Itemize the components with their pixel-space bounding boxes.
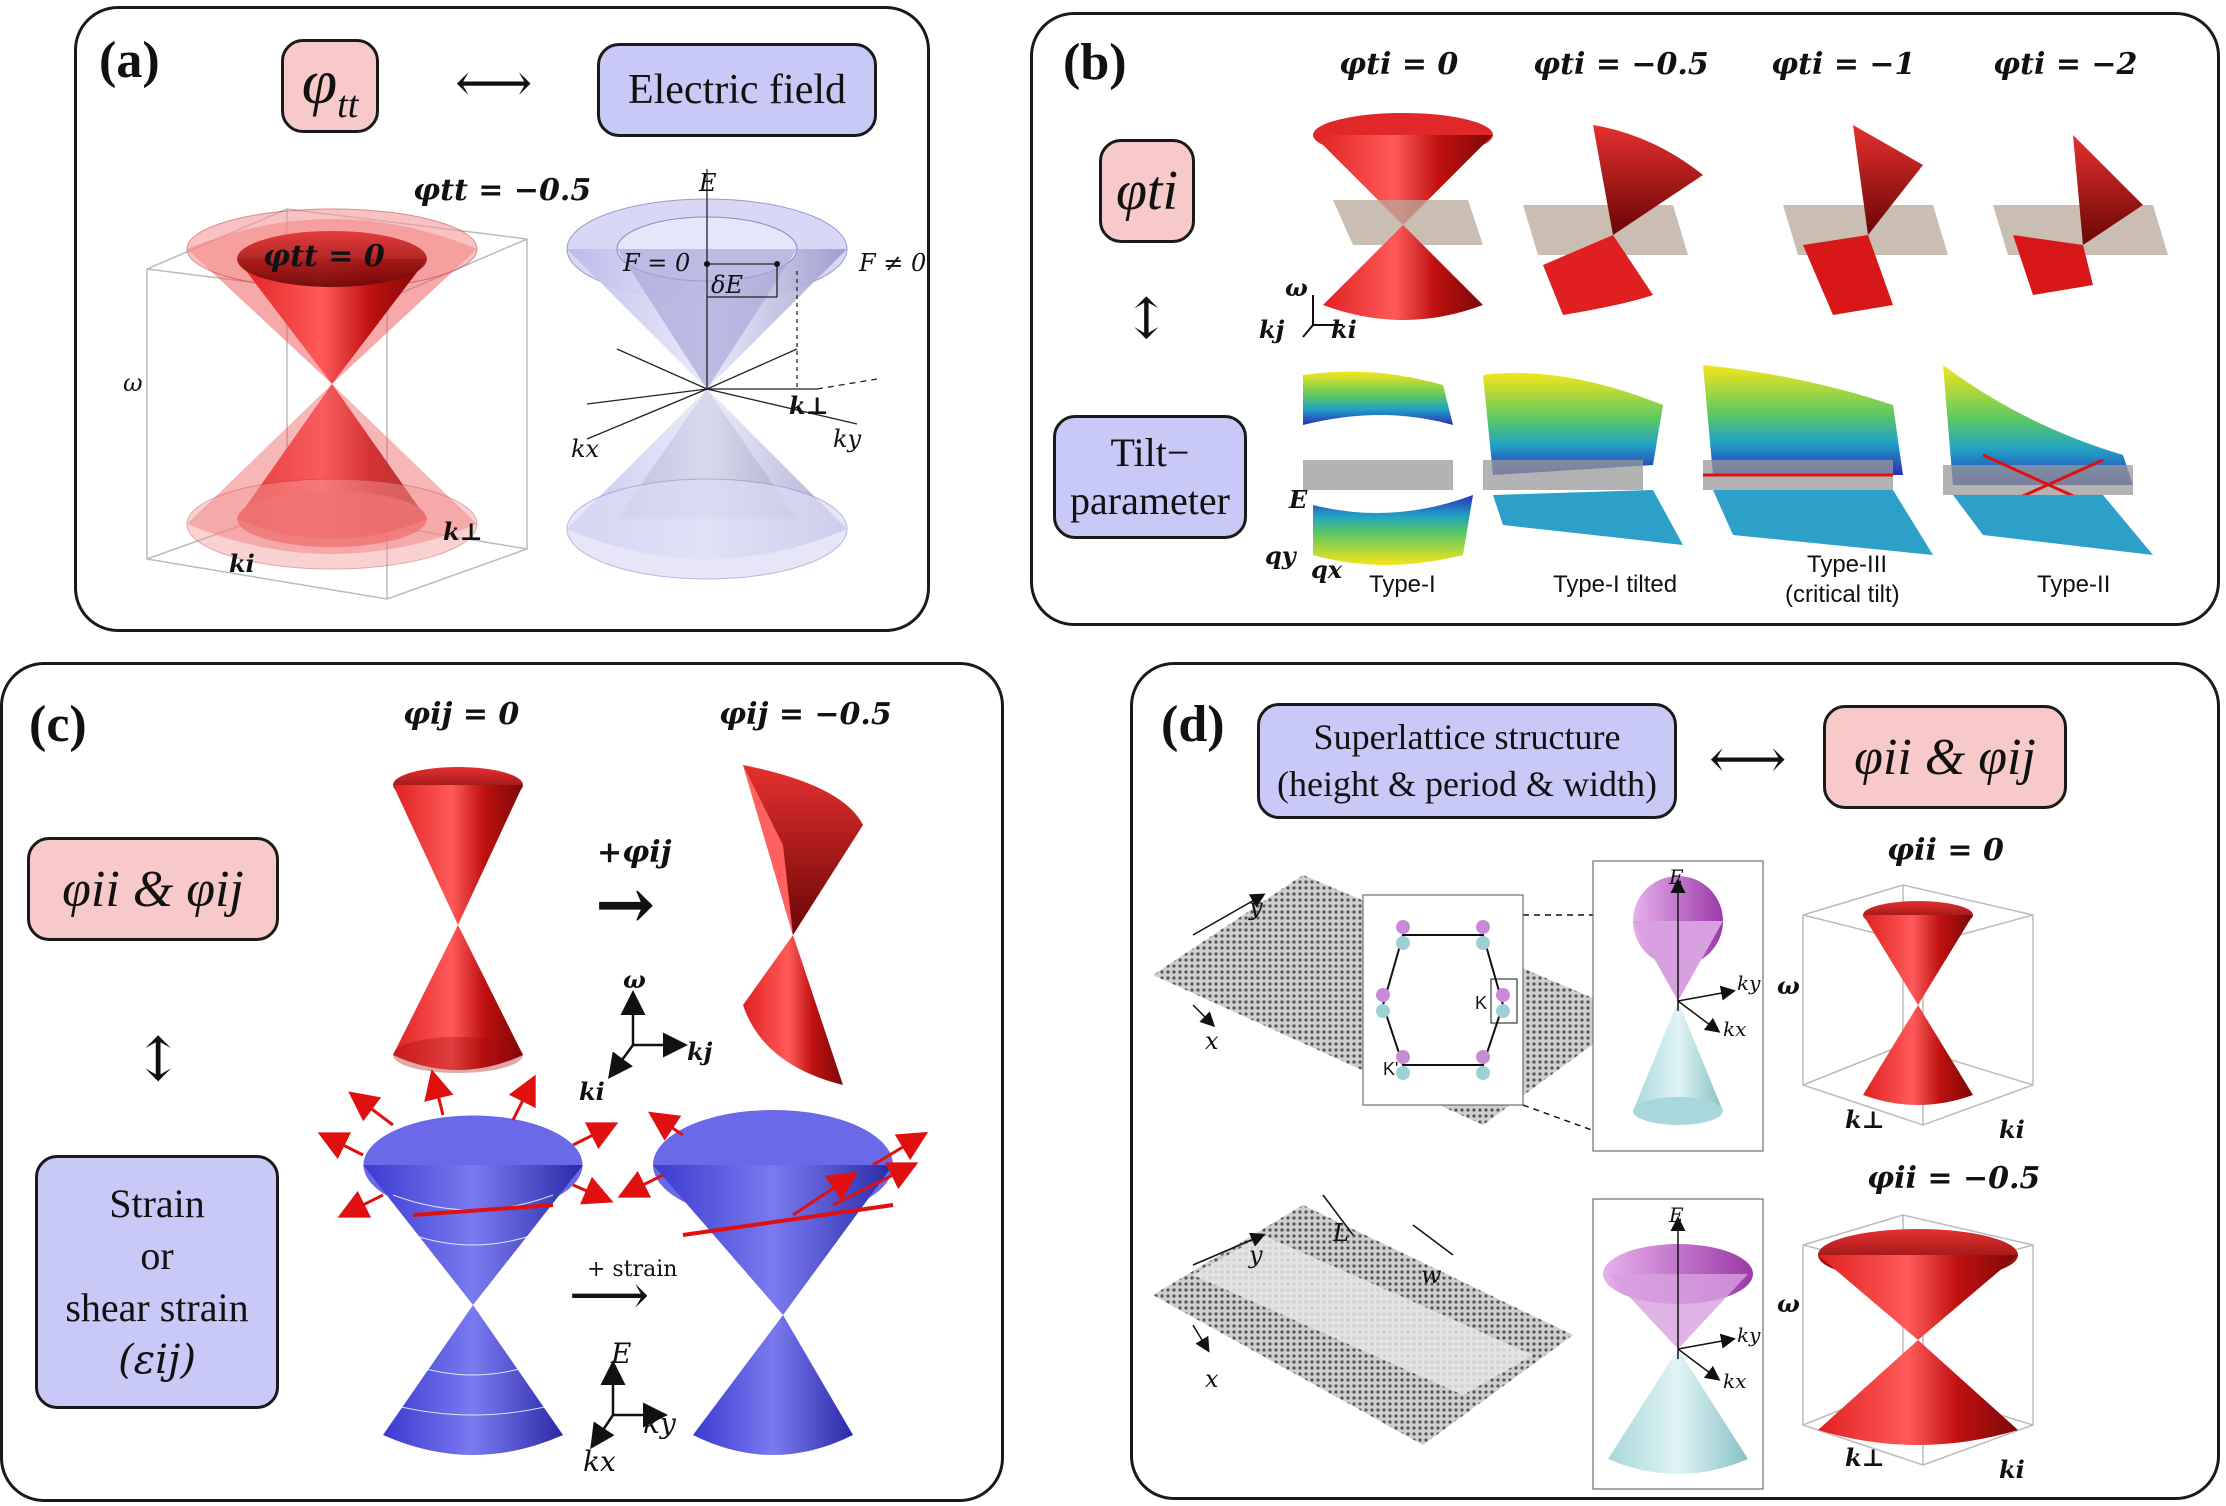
axis-ky: ky — [833, 425, 862, 453]
phi-tt-box: φtt — [281, 39, 379, 133]
eq-phi-ti-0: φti = 0 — [1339, 47, 1459, 82]
d-y-bottom: y — [1249, 1241, 1263, 1269]
b-axis-qy: qy — [1265, 541, 1296, 570]
type-i-label: Type-I — [1369, 571, 1436, 598]
label-dE: δE — [711, 271, 743, 299]
tilted-cones-row — [1302, 113, 2168, 338]
axis-kperp: k⊥ — [443, 517, 483, 546]
eq-phi-ti-neg1: φti = −1 — [1771, 47, 1916, 82]
c-axis-E: E — [611, 1337, 632, 1370]
panel-c-label: (c) — [29, 696, 87, 753]
axis-ki: ki — [229, 549, 255, 578]
c-vertical-arrow: ↕ — [133, 1025, 184, 1095]
plus-phi-ij: +φij — [597, 835, 672, 870]
label-Fne0: F ≠ 0 — [859, 249, 927, 277]
b-axis-qx: qx — [1311, 555, 1343, 584]
eq-phi-ti-neg2: φti = −2 — [1993, 47, 2138, 82]
d-double-arrow: ⟷ — [1709, 727, 1787, 790]
c-axes-bottom — [590, 1360, 668, 1450]
c-axes-top — [608, 990, 688, 1080]
d-ky-bottom: ky — [1737, 1323, 1761, 1347]
axis-kperp-2: k⊥ — [789, 391, 829, 420]
eq-phi-tt-zero: φtt = 0 — [263, 239, 385, 274]
panel-b: (b) φti = 0 φti = −0.5 φti = −1 φti = −2… — [1030, 12, 2220, 626]
c-right-arrow-bottom: ⟶ — [569, 1263, 650, 1328]
c-axis-ki: ki — [579, 1077, 605, 1106]
superlattice-box: Superlattice structure(height & period &… — [1257, 703, 1677, 819]
d-ky-top: ky — [1737, 971, 1761, 995]
panel-d: (d) Superlattice structure(height & peri… — [1130, 662, 2220, 1500]
type-i-tilted-label: Type-I tilted — [1553, 571, 1678, 598]
eq-phi-ti-neg05: φti = −0.5 — [1533, 47, 1709, 82]
b-axis-ki: ki — [1331, 315, 1357, 344]
d-inset-bottom — [1592, 1198, 1764, 1490]
d-kx-top: kx — [1723, 1017, 1747, 1041]
axis-kx: kx — [571, 435, 600, 463]
type-iii-sub: (critical tilt) — [1785, 581, 1900, 608]
d-omega-1: ω — [1777, 1289, 1800, 1318]
d-ki-1: ki — [1999, 1455, 2025, 1484]
d-kperp-1: k⊥ — [1845, 1443, 1885, 1472]
c-right-arrow-top: → — [595, 861, 656, 946]
d-cone-phi0 — [1802, 884, 2034, 1126]
d-Kp: K' — [1383, 1059, 1399, 1079]
c-blue-cones — [317, 1069, 929, 1455]
label-F0: F = 0 — [623, 249, 691, 277]
eq-phi-ii-neg05: φii = −0.5 — [1867, 1161, 2041, 1196]
eq-phi-ij-neg05: φij = −0.5 — [719, 697, 892, 732]
d-kx-bottom: kx — [1723, 1369, 1747, 1393]
panel-c: (c) φij = 0 φij = −0.5 φii & φij ↕ Strai… — [0, 662, 1004, 1502]
b-axis-E: E — [1289, 485, 1308, 514]
panel-a: (a) φtt ⟷ Electric field φtt = −0.5 φtt … — [74, 6, 930, 632]
d-phi-box: φii & φij — [1823, 705, 2067, 809]
d-cone-phi-neg05 — [1802, 1214, 2034, 1466]
d-kperp-0: k⊥ — [1845, 1105, 1885, 1134]
d-omega-0: ω — [1777, 971, 1800, 1000]
d-w: w — [1421, 1261, 1442, 1289]
tilt-parameter-box: Tilt−parameter — [1053, 415, 1247, 539]
d-K: K — [1475, 993, 1488, 1013]
c-red-cones — [393, 765, 863, 1085]
panel-b-label: (b) — [1063, 34, 1127, 91]
d-lattice-bottom — [1153, 1194, 1573, 1445]
d-lattice-top — [1153, 875, 1634, 1146]
electric-field-cone — [566, 169, 878, 580]
eq-phi-ij-0: φij = 0 — [403, 697, 520, 732]
panel-a-label: (a) — [99, 32, 160, 89]
phi-ti-box: φti — [1099, 139, 1195, 243]
tilt-types-row — [1303, 365, 2153, 565]
type-ii-label: Type-II — [2037, 571, 2111, 598]
electric-field-box: Electric field — [597, 43, 877, 137]
double-arrow: ⟷ — [455, 51, 533, 114]
c-axis-kx: kx — [583, 1445, 616, 1478]
d-E-bottom: E — [1669, 1203, 1684, 1227]
d-L: L — [1333, 1219, 1349, 1247]
d-E-top: E — [1669, 865, 1684, 889]
c-axis-kj: kj — [687, 1037, 713, 1066]
type-iii-label: Type-III — [1807, 551, 1888, 578]
d-y-top: y — [1249, 893, 1263, 921]
vertical-double-arrow: ↕ — [1123, 287, 1170, 352]
cone-box-plot — [146, 208, 528, 600]
eq-phi-ii-0: φii = 0 — [1887, 833, 2004, 868]
eq-phi-tt-neg: φtt = −0.5 — [413, 173, 592, 208]
axis-E: E — [699, 169, 717, 197]
phi-tt-symbol: φtt — [301, 46, 359, 126]
d-x-bottom: x — [1205, 1365, 1219, 1393]
panel-d-label: (d) — [1161, 696, 1225, 753]
d-x-top: x — [1205, 1027, 1219, 1055]
c-axis-ky: ky — [643, 1407, 676, 1440]
plus-strain-label: + strain — [587, 1257, 678, 1282]
b-axis-kj: kj — [1259, 315, 1285, 344]
d-ki-0: ki — [1999, 1115, 2025, 1144]
b-axis-omega: ω — [1285, 273, 1308, 302]
phi-ii-ij-box: φii & φij — [27, 837, 279, 941]
c-axis-omega: ω — [623, 965, 646, 994]
axis-omega: ω — [123, 369, 143, 397]
d-inset-top — [1592, 860, 1764, 1152]
